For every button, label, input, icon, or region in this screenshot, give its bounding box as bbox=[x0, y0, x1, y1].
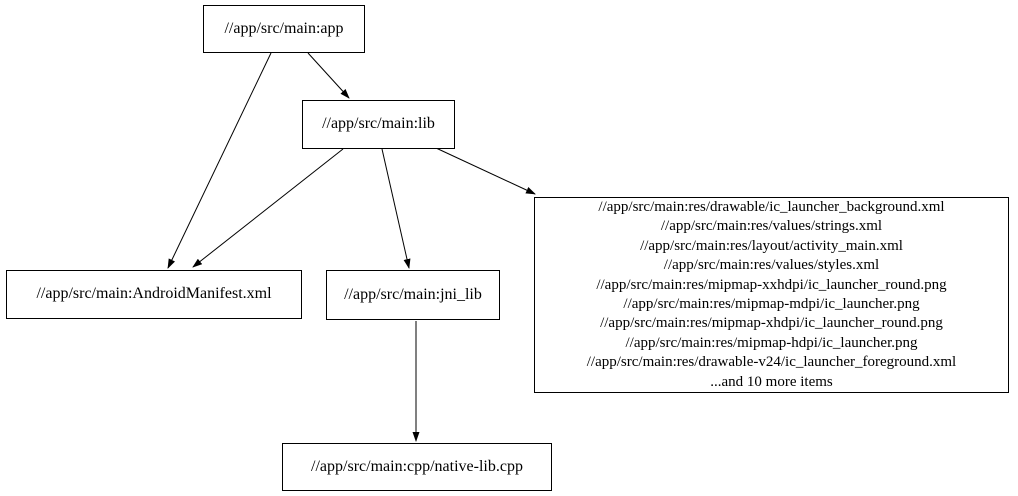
node-android-manifest: //app/src/main:AndroidManifest.xml bbox=[6, 270, 302, 319]
edge-app-to-lib bbox=[307, 52, 350, 99]
node-jni-lib-label: //app/src/main:jni_lib bbox=[344, 285, 482, 303]
node-app: //app/src/main:app bbox=[203, 5, 365, 53]
edge-app-to-android-manifest bbox=[167, 52, 272, 269]
edge-lib-to-resources bbox=[435, 147, 536, 195]
node-lib-label: //app/src/main:lib bbox=[322, 115, 435, 133]
node-android-manifest-label: //app/src/main:AndroidManifest.xml bbox=[36, 285, 272, 303]
edge-lib-to-jni-lib bbox=[381, 148, 411, 269]
node-app-label: //app/src/main:app bbox=[224, 19, 344, 37]
node-native-lib-cpp-label: //app/src/main:cpp/native-lib.cpp bbox=[311, 457, 523, 475]
node-native-lib-cpp: //app/src/main:cpp/native-lib.cpp bbox=[282, 443, 552, 491]
node-resources: //app/src/main:res/drawable/ic_launcher_… bbox=[534, 197, 1009, 393]
node-jni-lib: //app/src/main:jni_lib bbox=[326, 270, 500, 320]
edge-lib-to-android-manifest bbox=[192, 148, 344, 268]
node-lib: //app/src/main:lib bbox=[302, 100, 455, 149]
node-resources-lines: //app/src/main:res/drawable/ic_launcher_… bbox=[586, 198, 957, 390]
